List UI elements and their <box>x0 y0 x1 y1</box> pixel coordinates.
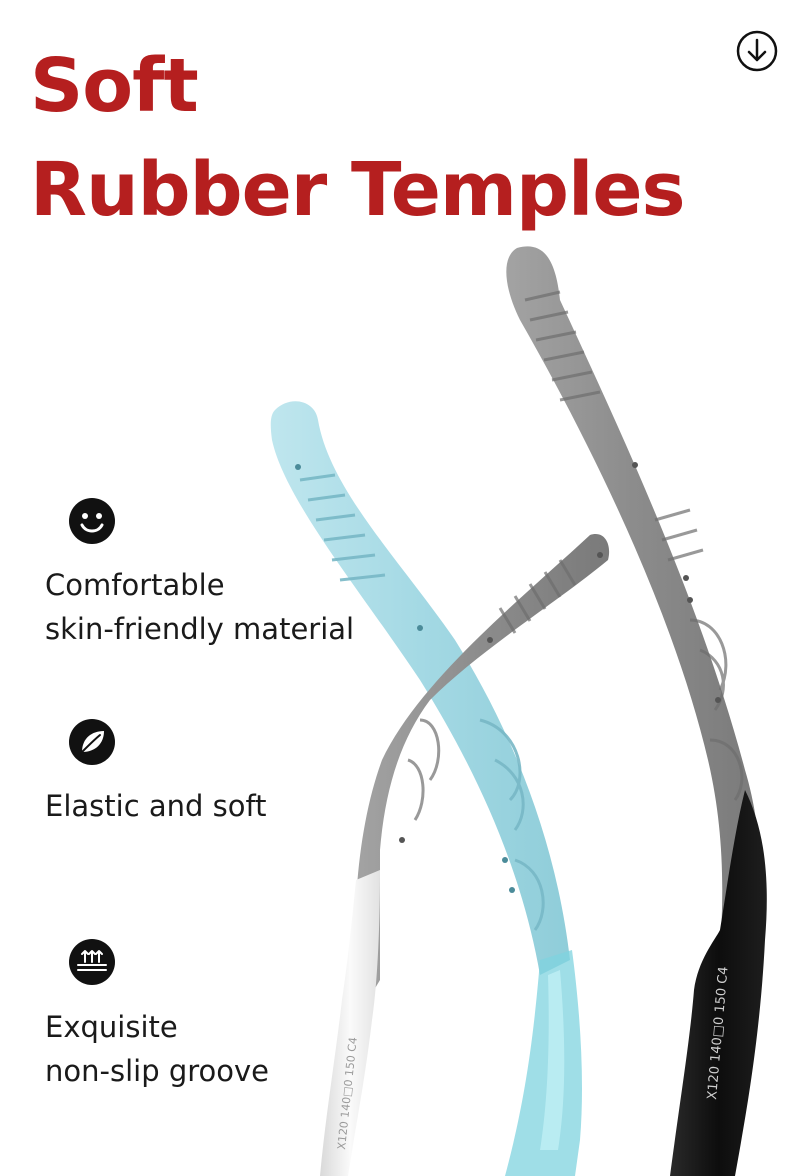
feature-comfortable-line-2: skin-friendly material <box>45 612 355 646</box>
feature-elastic: Elastic and soft <box>45 784 365 828</box>
leaf-icon <box>68 718 116 766</box>
feature-comfortable-line-1: Comfortable <box>45 568 225 602</box>
arrow-down-circle-icon <box>736 30 778 72</box>
heat-arrows-icon <box>68 938 116 986</box>
feature-non-slip-line-2: non-slip groove <box>45 1054 269 1088</box>
feature-elastic-line-1: Elastic and soft <box>45 789 267 823</box>
page-title: Soft Rubber Temples <box>30 34 686 242</box>
feature-non-slip: Exquisite non-slip groove <box>45 1005 365 1093</box>
title-line-1: Soft <box>30 43 199 129</box>
smiley-face-icon <box>68 497 116 545</box>
feature-comfortable: Comfortable skin-friendly material <box>45 563 365 651</box>
title-line-2: Rubber Temples <box>30 147 686 233</box>
feature-non-slip-line-1: Exquisite <box>45 1010 178 1044</box>
download-button[interactable] <box>735 29 779 73</box>
right-temple: X120 140□0 150 C4 <box>506 246 767 1176</box>
middle-temple <box>270 401 583 1176</box>
